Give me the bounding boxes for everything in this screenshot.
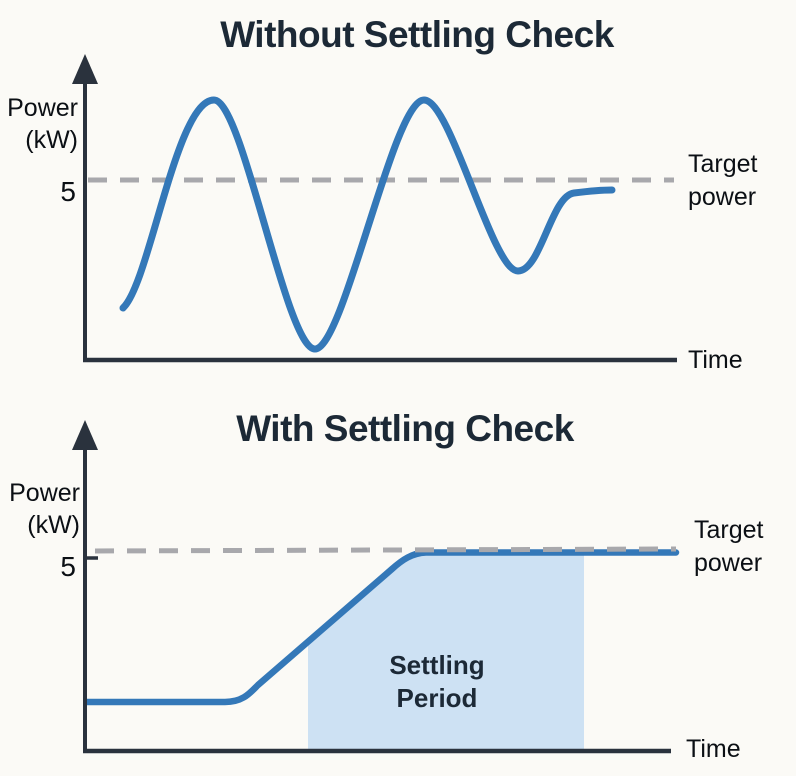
bottom-target-power-label: Target power: [694, 516, 764, 577]
settling-period-region: [308, 554, 584, 749]
bottom-time-label: Time: [686, 735, 741, 763]
top-power-curve: [119, 96, 616, 353]
bottom-chart-title: With Settling Check: [236, 408, 574, 449]
top-y-tick-label: 5: [60, 176, 76, 207]
top-target-power-label: Target power: [688, 150, 758, 211]
top-y-axis-arrowhead: [72, 54, 98, 84]
top-chart-title: Without Settling Check: [220, 14, 614, 55]
bottom-y-axis-arrowhead: [72, 420, 98, 450]
top-time-label: Time: [688, 346, 743, 374]
bottom-chart-plot: [72, 420, 680, 754]
bottom-power-curve: [83, 549, 680, 706]
bottom-y-tick-label: 5: [60, 551, 76, 582]
settling-period-label: Settling Period: [389, 650, 485, 713]
bottom-y-axis-label: Power (kW): [9, 479, 80, 539]
bottom-target-dashed-line: [94, 546, 677, 554]
top-y-axis-label: Power (kW): [7, 94, 78, 154]
top-chart-plot: [72, 54, 677, 363]
